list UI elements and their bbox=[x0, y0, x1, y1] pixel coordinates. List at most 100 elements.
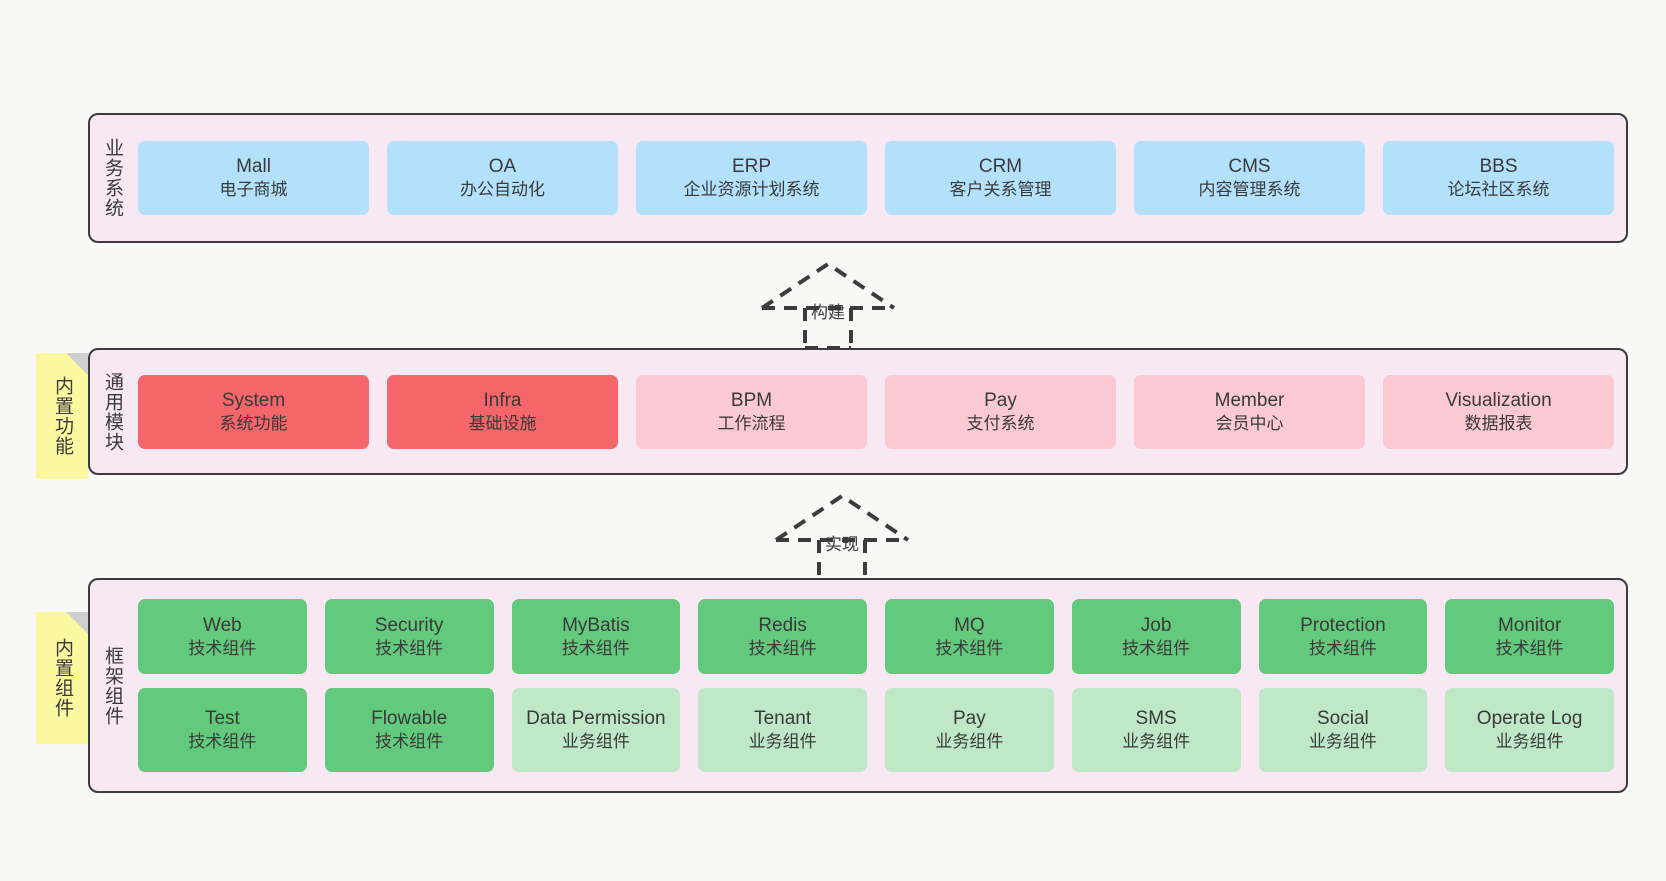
card-protection[interactable]: Protection 技术组件 bbox=[1258, 599, 1428, 674]
layer-body-business-system: Mall 电子商城 OA 办公自动化 ERP 企业资源计划系统 CRM 客户关系… bbox=[134, 115, 1626, 241]
card-row: Web 技术组件 Security 技术组件 MyBatis 技术组件 Redi… bbox=[138, 599, 1614, 674]
card-title: BPM bbox=[730, 389, 773, 411]
card-flowable[interactable]: Flowable 技术组件 bbox=[324, 688, 494, 772]
card-title: System bbox=[221, 389, 286, 411]
card-subtitle: 技术组件 bbox=[1308, 638, 1377, 658]
card-title: MQ bbox=[954, 614, 985, 636]
card-title: Data Permission bbox=[526, 708, 666, 730]
card-title: Protection bbox=[1300, 614, 1386, 636]
card-job[interactable]: Job 技术组件 bbox=[1071, 599, 1241, 674]
layer-business-system: 业务系统 Mall 电子商城 OA 办公自动化 ERP 企业资源计划系统 CRM… bbox=[88, 113, 1628, 243]
card-data-permission[interactable]: Data Permission 业务组件 bbox=[511, 688, 681, 772]
card-subtitle: 内容管理系统 bbox=[1198, 180, 1301, 200]
note-label: 内置功能 bbox=[52, 376, 74, 456]
card-subtitle: 技术组件 bbox=[1495, 638, 1564, 658]
card-subtitle: 客户关系管理 bbox=[949, 180, 1052, 200]
card-subtitle: 数据报表 bbox=[1464, 413, 1533, 433]
card-subtitle: 技术组件 bbox=[375, 638, 444, 658]
layer-framework-component: 框架组件 Web 技术组件 Security 技术组件 MyBatis 技术组件… bbox=[88, 578, 1628, 793]
card-subtitle: 技术组件 bbox=[188, 638, 257, 658]
card-title: Job bbox=[1140, 614, 1172, 636]
layer-body-common-module: System 系统功能 Infra 基础设施 BPM 工作流程 Pay 支付系统… bbox=[134, 350, 1626, 473]
card-title: SMS bbox=[1135, 708, 1177, 730]
connector-implement-label: 实现 bbox=[825, 535, 859, 554]
card-subtitle: 技术组件 bbox=[188, 732, 257, 752]
card-subtitle: 企业资源计划系统 bbox=[683, 180, 820, 200]
card-test[interactable]: Test 技术组件 bbox=[138, 688, 307, 772]
card-subtitle: 基础设施 bbox=[468, 413, 537, 433]
card-bpm[interactable]: BPM 工作流程 bbox=[636, 374, 867, 449]
card-subtitle: 业务组件 bbox=[935, 732, 1004, 752]
card-redis[interactable]: Redis 技术组件 bbox=[698, 599, 867, 674]
card-subtitle: 业务组件 bbox=[748, 732, 817, 752]
card-tenant[interactable]: Tenant 业务组件 bbox=[698, 688, 867, 772]
card-mybatis[interactable]: MyBatis 技术组件 bbox=[511, 599, 681, 674]
card-web[interactable]: Web 技术组件 bbox=[138, 599, 307, 674]
card-subtitle: 技术组件 bbox=[748, 638, 817, 658]
card-title: Social bbox=[1317, 708, 1369, 730]
card-subtitle: 办公自动化 bbox=[460, 180, 545, 200]
connector-implement: 实现 bbox=[770, 490, 914, 582]
card-title: Operate Log bbox=[1476, 708, 1583, 730]
card-visualization[interactable]: Visualization 数据报表 bbox=[1383, 374, 1614, 449]
card-title: ERP bbox=[731, 156, 772, 178]
note-builtin-function: 内置功能 bbox=[36, 353, 88, 479]
card-title: BBS bbox=[1479, 156, 1518, 178]
connector-build-label: 构建 bbox=[811, 303, 845, 322]
card-title: Redis bbox=[758, 614, 807, 636]
card-monitor[interactable]: Monitor 技术组件 bbox=[1445, 599, 1614, 674]
card-subtitle: 技术组件 bbox=[1122, 638, 1191, 658]
card-sms[interactable]: SMS 业务组件 bbox=[1071, 688, 1241, 772]
card-subtitle: 工作流程 bbox=[717, 413, 786, 433]
layer-common-module: 通用模块 System 系统功能 Infra 基础设施 BPM 工作流程 Pay… bbox=[88, 348, 1628, 475]
card-subtitle: 技术组件 bbox=[561, 638, 630, 658]
card-title: CRM bbox=[978, 156, 1023, 178]
card-pay-module[interactable]: Pay 支付系统 bbox=[885, 374, 1116, 449]
note-fold-icon bbox=[66, 612, 88, 634]
card-subtitle: 业务组件 bbox=[1495, 732, 1564, 752]
card-subtitle: 业务组件 bbox=[1308, 732, 1377, 752]
card-cms[interactable]: CMS 内容管理系统 bbox=[1134, 141, 1365, 215]
layer-title-common-module: 通用模块 bbox=[102, 371, 124, 452]
card-security[interactable]: Security 技术组件 bbox=[324, 599, 494, 674]
card-subtitle: 技术组件 bbox=[375, 732, 444, 752]
note-label: 内置组件 bbox=[52, 638, 74, 718]
card-subtitle: 会员中心 bbox=[1215, 413, 1284, 433]
card-member[interactable]: Member 会员中心 bbox=[1134, 374, 1365, 449]
connector-build: 构建 bbox=[756, 258, 900, 350]
card-title: OA bbox=[488, 156, 517, 178]
card-social[interactable]: Social 业务组件 bbox=[1258, 688, 1428, 772]
card-title: MyBatis bbox=[562, 614, 630, 636]
card-mq[interactable]: MQ 技术组件 bbox=[885, 599, 1054, 674]
card-title: Monitor bbox=[1497, 614, 1562, 636]
connector-implement-shape bbox=[774, 493, 910, 582]
card-title: Test bbox=[204, 708, 240, 730]
card-operate-log[interactable]: Operate Log 业务组件 bbox=[1445, 688, 1614, 772]
card-system[interactable]: System 系统功能 bbox=[138, 374, 369, 449]
card-subtitle: 论坛社区系统 bbox=[1447, 180, 1550, 200]
card-subtitle: 支付系统 bbox=[966, 413, 1035, 433]
layer-body-framework-component: Web 技术组件 Security 技术组件 MyBatis 技术组件 Redi… bbox=[134, 580, 1626, 791]
card-crm[interactable]: CRM 客户关系管理 bbox=[885, 141, 1116, 215]
card-erp[interactable]: ERP 企业资源计划系统 bbox=[636, 141, 867, 215]
card-title: Visualization bbox=[1445, 389, 1552, 411]
card-title: Member bbox=[1214, 389, 1285, 411]
card-subtitle: 业务组件 bbox=[561, 732, 630, 752]
card-subtitle: 业务组件 bbox=[1122, 732, 1191, 752]
card-title: Pay bbox=[984, 389, 1017, 411]
card-row: System 系统功能 Infra 基础设施 BPM 工作流程 Pay 支付系统… bbox=[138, 374, 1614, 449]
card-mall[interactable]: Mall 电子商城 bbox=[138, 141, 369, 215]
card-title: Web bbox=[203, 614, 242, 636]
card-pay-component[interactable]: Pay 业务组件 bbox=[885, 688, 1054, 772]
note-builtin-component: 内置组件 bbox=[36, 612, 88, 744]
card-oa[interactable]: OA 办公自动化 bbox=[387, 141, 618, 215]
card-title: Tenant bbox=[754, 708, 812, 730]
card-row: Test 技术组件 Flowable 技术组件 Data Permission … bbox=[138, 688, 1614, 772]
card-subtitle: 系统功能 bbox=[219, 413, 288, 433]
card-title: Security bbox=[374, 614, 444, 636]
card-title: Mall bbox=[236, 156, 271, 178]
card-infra[interactable]: Infra 基础设施 bbox=[387, 374, 618, 449]
card-row: Mall 电子商城 OA 办公自动化 ERP 企业资源计划系统 CRM 客户关系… bbox=[138, 141, 1614, 215]
card-bbs[interactable]: BBS 论坛社区系统 bbox=[1383, 141, 1614, 215]
